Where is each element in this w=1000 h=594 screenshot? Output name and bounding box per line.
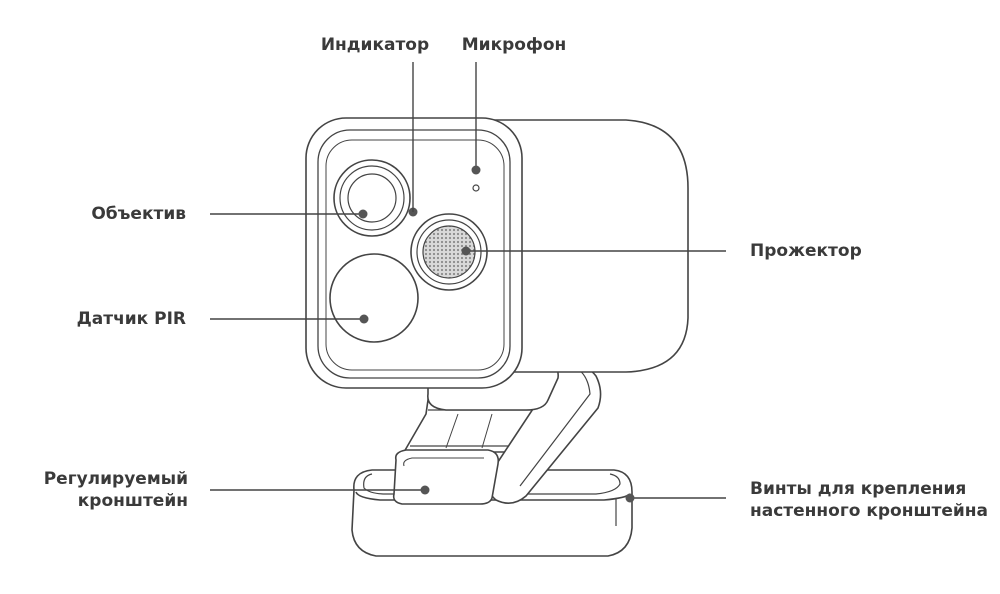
label-lens: Объектив [91, 204, 186, 224]
label-projector: Прожектор [750, 241, 862, 261]
pir-sensor [329, 253, 419, 343]
label-pir-sensor: Датчик PIR [76, 309, 186, 329]
projector [410, 213, 488, 291]
label-microphone: Микрофон [461, 35, 567, 55]
camera-body [305, 117, 689, 389]
microphone-hole [472, 184, 480, 192]
label-adjustable-bracket: Регулируемый кронштейн [20, 468, 188, 512]
label-screws-line-1: Винты для крепления [750, 479, 967, 499]
label-bracket-line-2: кронштейн [77, 491, 188, 511]
lens [333, 159, 411, 237]
leader-lines [210, 62, 726, 499]
label-screws-line-2: настенного кронштейна [750, 501, 989, 521]
leader-dots [358, 165, 635, 503]
label-mount-screws: Винты для крепления настенного кронштейн… [750, 478, 990, 522]
label-bracket-line-1: Регулируемый [43, 469, 188, 489]
label-indicator: Индикатор [320, 35, 430, 55]
